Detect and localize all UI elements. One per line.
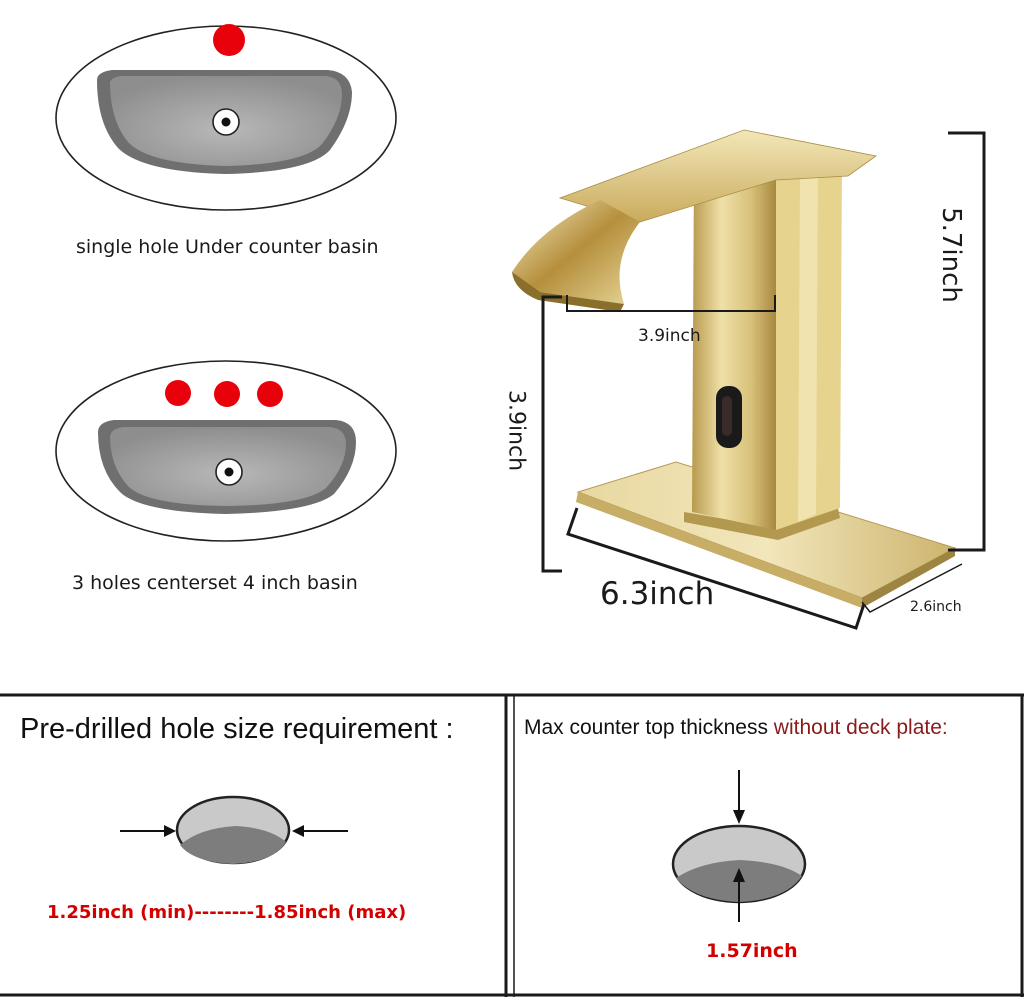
drain-center (221, 117, 231, 127)
plate-width-label: 2.6inch (910, 599, 962, 615)
arrow-icon (292, 825, 304, 837)
sensor-window (722, 396, 732, 436)
plate-length-bracket (566, 507, 866, 630)
three-hole-caption: 3 holes centerset 4 inch basin (72, 572, 358, 594)
spec-panels (0, 693, 1024, 997)
faucet-spout (512, 200, 640, 304)
faucet-body-highlight (798, 166, 818, 522)
thickness-diagram (671, 770, 807, 922)
height-label: 5.7inch (936, 207, 966, 303)
spout-height-bracket (541, 295, 562, 573)
hole-marker-dot (257, 381, 283, 407)
single-hole-basin-diagram (55, 24, 397, 211)
arrow-icon (733, 868, 745, 882)
faucet-body-front (692, 168, 776, 530)
hole-marker-dot (213, 24, 245, 56)
spout-height-label: 3.9inch (503, 389, 529, 472)
hole-size-value: 1.25inch (min)--------1.85inch (max) (47, 902, 407, 923)
spout-length-bracket (566, 295, 776, 312)
hole-depth (180, 826, 286, 864)
thickness-title-accent: without deck plate: (773, 716, 948, 739)
thickness-title: Max counter top thickness without deck p… (524, 716, 948, 740)
hole-size-title: Pre-drilled hole size requirement : (20, 713, 454, 745)
deck-plate-side (862, 548, 955, 608)
faucet-spout-edge (512, 272, 624, 312)
hole-size-diagram (120, 795, 348, 865)
hole-marker-dot (214, 381, 240, 407)
thickness-value: 1.57inch (706, 940, 798, 962)
height-bracket (948, 131, 986, 552)
faucet-illustration (512, 129, 957, 608)
plate-width-bracket (861, 563, 963, 613)
three-hole-basin-diagram (55, 360, 397, 542)
single-hole-caption: single hole Under counter basin (76, 236, 379, 258)
arrow-icon (733, 810, 745, 824)
deck-plate-front (576, 492, 862, 608)
drain-center (224, 467, 234, 477)
spout-length-label: 3.9inch (638, 326, 701, 346)
arrow-icon (164, 825, 176, 837)
faucet-base-collar (684, 508, 840, 540)
plate-length-label: 6.3inch (600, 576, 715, 612)
dimension-lines (541, 131, 986, 630)
hole-marker-dot (165, 380, 191, 406)
thickness-title-plain: Max counter top thickness (524, 716, 774, 739)
